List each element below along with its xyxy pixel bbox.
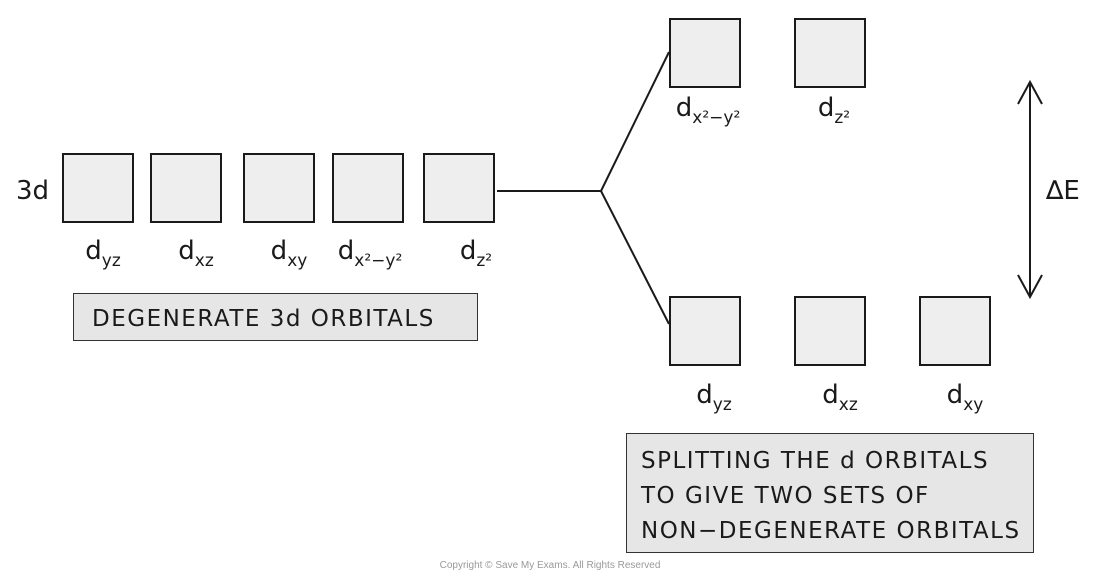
orbital-box-dxy xyxy=(243,153,315,223)
orbital-label: dx²−y² xyxy=(337,236,403,271)
orbital-box-dz2-upper xyxy=(794,18,866,88)
caption-line: NON−DEGENERATE ORBITALS xyxy=(641,518,1021,544)
orbital-box-dyz xyxy=(62,153,134,223)
caption-line: TO GIVE TWO SETS OF xyxy=(641,483,930,509)
orbital-box-dz2 xyxy=(423,153,495,223)
orbital-label-lower: dxz xyxy=(822,380,858,415)
orbital-label-lower: dyz xyxy=(696,380,732,415)
upper-branch-line xyxy=(600,51,670,192)
copyright-notice: Copyright © Save My Exams. All Rights Re… xyxy=(439,560,661,571)
energy-gap-arrow xyxy=(1017,79,1043,300)
orbital-label: dz² xyxy=(459,236,493,271)
splitting-caption: SPLITTING THE d ORBITALS TO GIVE TWO SET… xyxy=(626,433,1034,553)
orbital-label-lower: dxy xyxy=(946,380,984,415)
caption-line: SPLITTING THE d ORBITALS xyxy=(641,448,990,474)
orbital-box-dx2y2-upper xyxy=(669,18,741,88)
level-label: 3d xyxy=(16,176,50,206)
orbital-label: dxy xyxy=(270,236,308,271)
orbital-label-upper: dz² xyxy=(817,93,851,128)
orbital-label-upper: dx²−y² xyxy=(675,93,741,128)
orbital-box-dx2y2 xyxy=(332,153,404,223)
orbital-box-dxz xyxy=(150,153,222,223)
energy-gap-label: ∆E xyxy=(1046,176,1080,206)
orbital-box-dxy-lower xyxy=(919,296,991,366)
orbital-label: dyz xyxy=(85,236,121,271)
orbital-box-dyz-lower xyxy=(669,296,741,366)
orbital-label: dxz xyxy=(178,236,214,271)
orbital-box-dxz-lower xyxy=(794,296,866,366)
lower-branch-line xyxy=(600,190,670,325)
degenerate-caption: DEGENERATE 3d ORBITALS xyxy=(73,293,478,341)
